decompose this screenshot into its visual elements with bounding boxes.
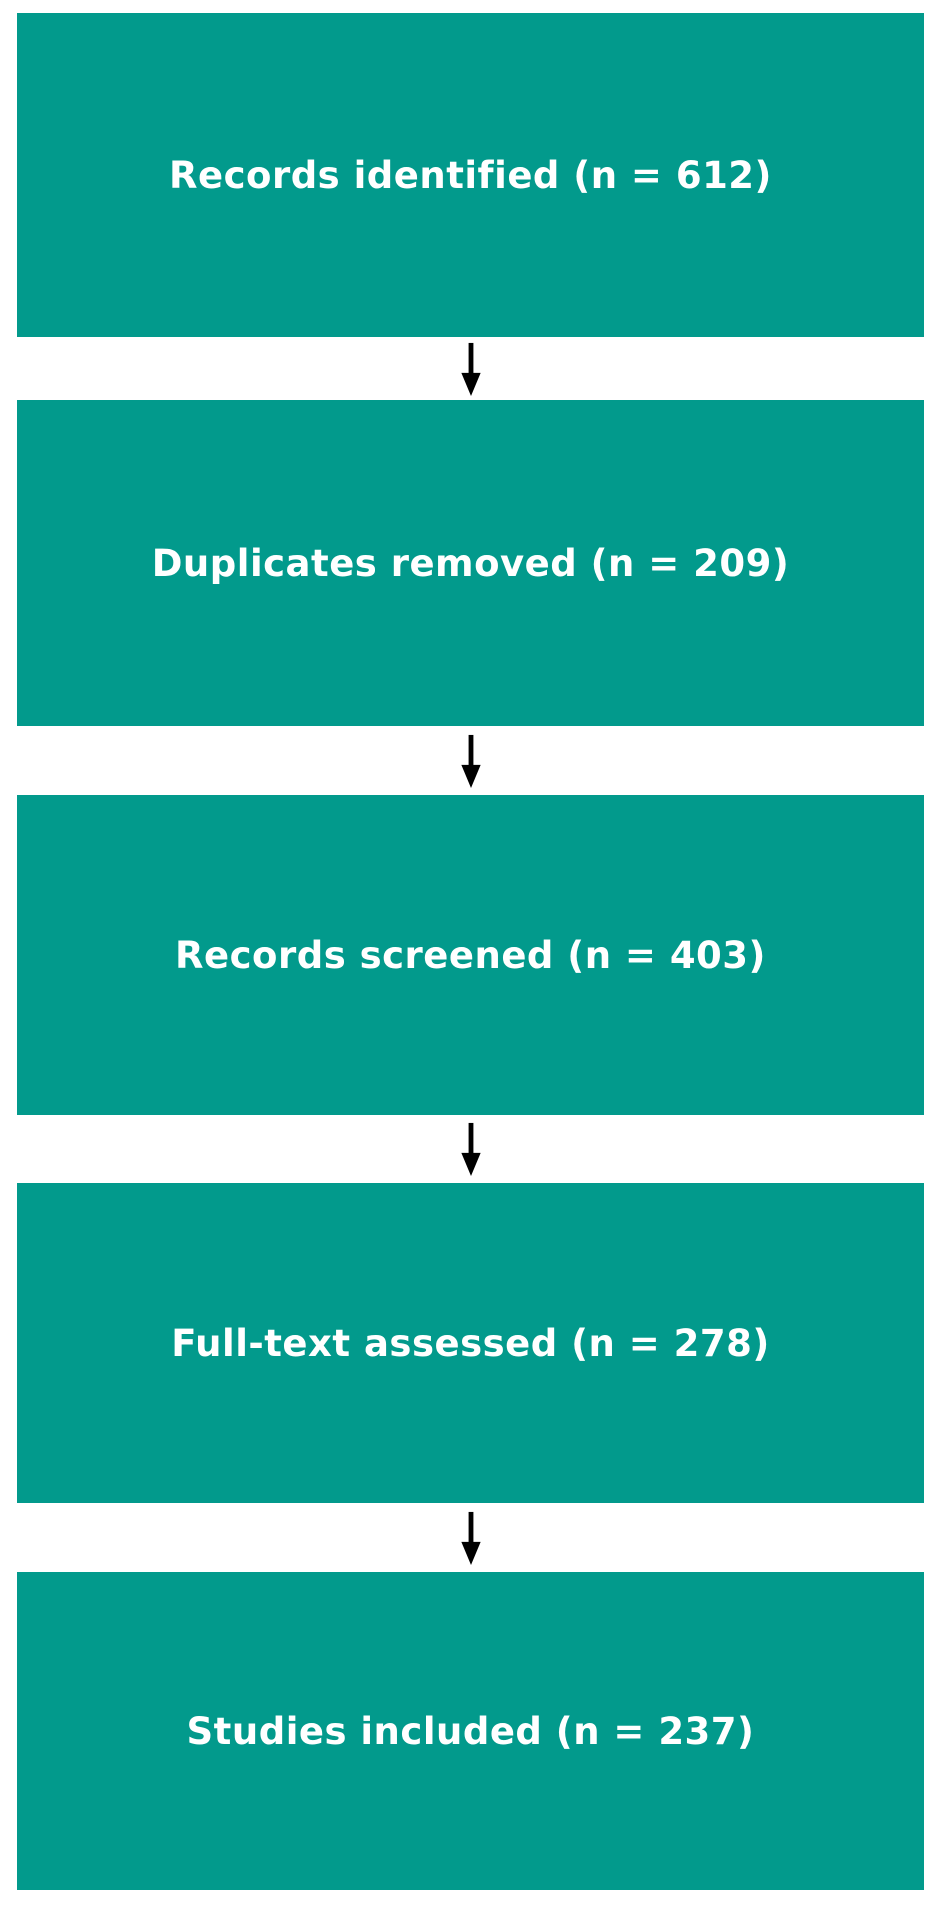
flow-box-label: Records identified (n = 612)	[169, 153, 772, 197]
flow-box-duplicates-removed: Duplicates removed (n = 209)	[17, 400, 924, 726]
flow-box-records-identified: Records identified (n = 612)	[17, 13, 924, 337]
flow-box-label: Full-text assessed (n = 278)	[171, 1321, 770, 1365]
flow-box-label: Records screened (n = 403)	[175, 933, 766, 977]
flow-box-studies-included: Studies included (n = 237)	[17, 1572, 924, 1890]
flow-box-label: Duplicates removed (n = 209)	[151, 541, 790, 585]
arrow-down-icon	[17, 1503, 924, 1572]
arrow-down-icon	[17, 726, 924, 795]
flow-box-label: Studies included (n = 237)	[186, 1709, 755, 1753]
flow-box-records-screened: Records screened (n = 403)	[17, 795, 924, 1115]
arrow-down-icon	[17, 337, 924, 400]
arrow-down-icon	[17, 1115, 924, 1183]
flow-box-fulltext-assessed: Full-text assessed (n = 278)	[17, 1183, 924, 1503]
